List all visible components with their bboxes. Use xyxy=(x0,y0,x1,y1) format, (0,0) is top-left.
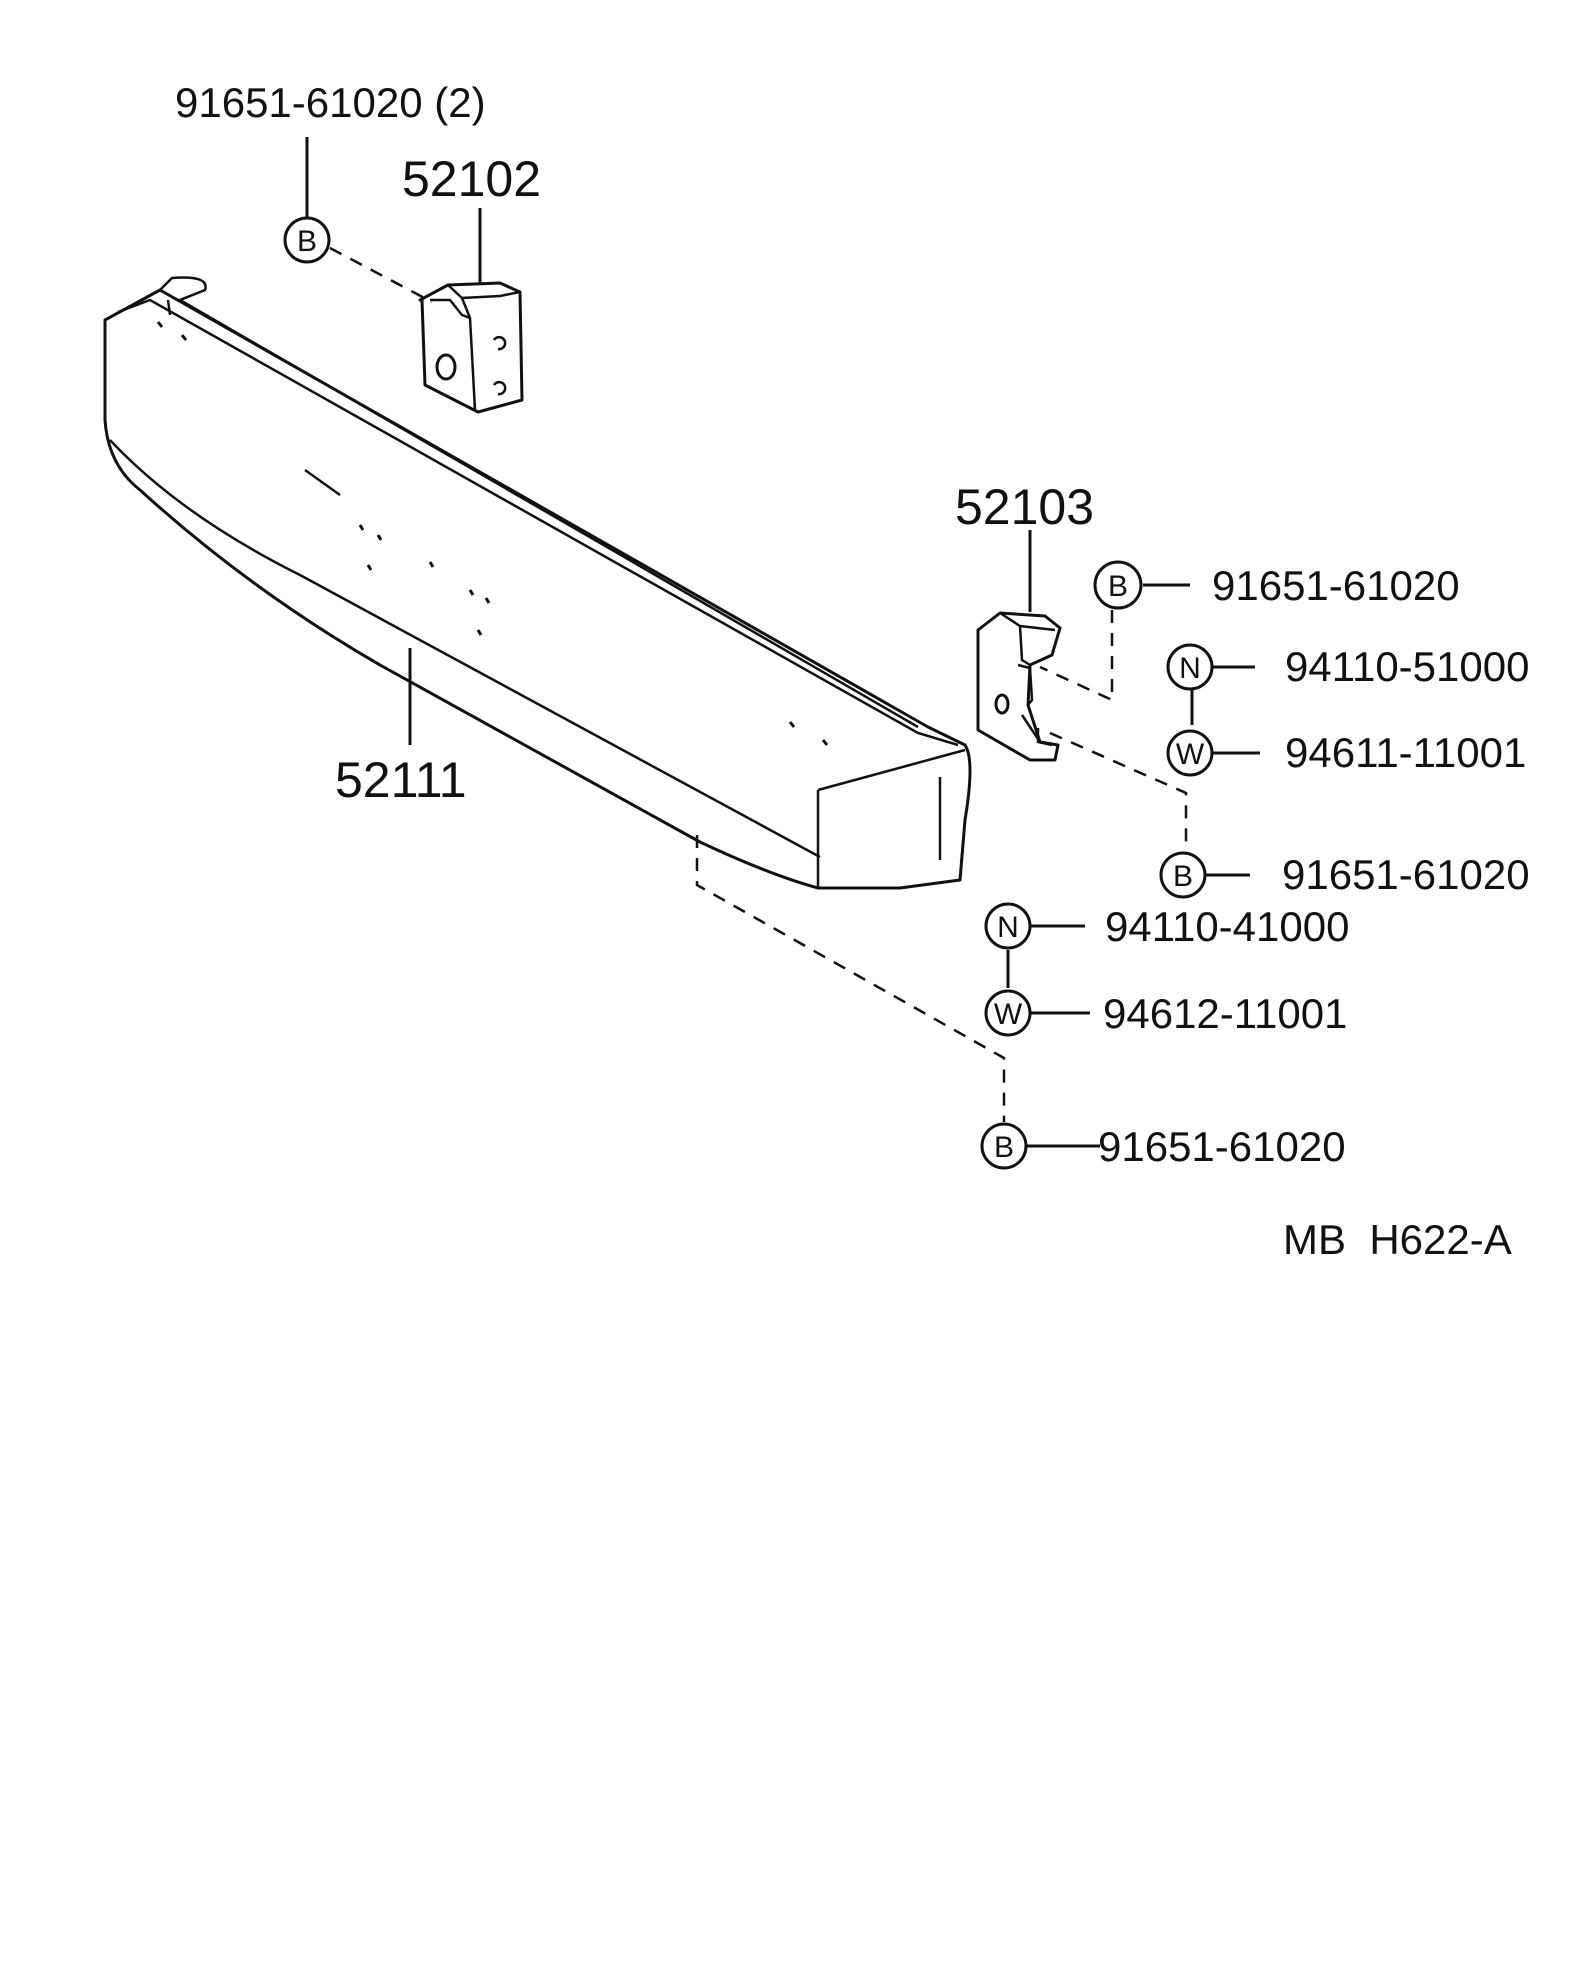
bumper-bar xyxy=(103,276,972,890)
svg-text:N: N xyxy=(1179,652,1201,685)
callout-right-nut: 94110-51000 xyxy=(1285,643,1529,690)
washer-symbol-right: W xyxy=(1166,729,1214,777)
leader-lines xyxy=(305,137,1260,1148)
callout-bracket-left: 52102 xyxy=(402,151,541,207)
diagram-reference-code: MB H622-A xyxy=(1283,1216,1512,1263)
callout-bumper: 52111 xyxy=(335,752,467,808)
callout-center-nut: 94110-41000 xyxy=(1105,903,1349,950)
bolt-symbol-right-lower: B xyxy=(1159,851,1207,899)
svg-text:B: B xyxy=(994,1131,1014,1164)
bracket-right xyxy=(976,611,1062,762)
callout-center-bolt: 91651-61020 xyxy=(1098,1123,1346,1170)
nut-symbol-right: N xyxy=(1166,643,1214,691)
callout-right-bolt-lower: 91651-61020 xyxy=(1282,851,1530,898)
svg-text:B: B xyxy=(297,225,317,258)
svg-text:N: N xyxy=(997,911,1019,944)
bolt-symbol-right-upper: B xyxy=(1093,560,1143,610)
svg-text:W: W xyxy=(994,998,1023,1031)
svg-text:B: B xyxy=(1108,570,1128,603)
washer-symbol-center: W xyxy=(984,989,1032,1037)
bolt-symbol-center: B xyxy=(980,1122,1028,1170)
svg-text:B: B xyxy=(1173,860,1193,893)
callout-bracket-bolts-top: 91651-61020 (2) xyxy=(175,79,486,126)
callout-center-washer: 94612-11001 xyxy=(1103,990,1347,1037)
bolt-symbol-top: B xyxy=(283,216,331,264)
callout-bracket-right: 52103 xyxy=(955,479,1094,535)
nut-symbol-center: N xyxy=(984,902,1032,950)
callout-right-washer: 94611-11001 xyxy=(1285,729,1526,776)
callout-right-bolt-upper: 91651-61020 xyxy=(1212,562,1460,609)
mounting-holes xyxy=(156,321,829,746)
svg-text:W: W xyxy=(1176,738,1205,771)
bracket-left xyxy=(418,281,524,414)
